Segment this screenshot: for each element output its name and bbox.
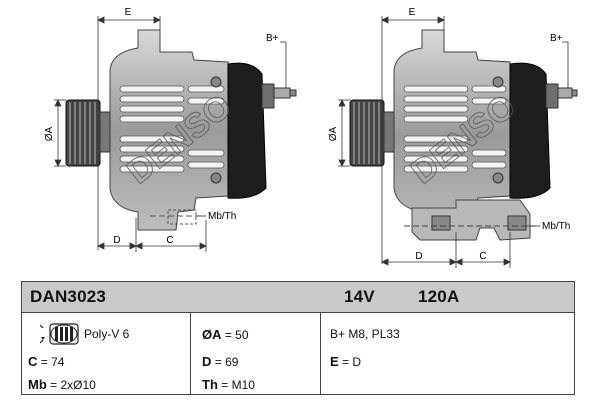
right-dim-a-label: ØA (328, 126, 339, 141)
pulley-icon (40, 323, 79, 345)
right-dim-d-label: D (415, 251, 422, 262)
right-dim-e-label: E (409, 7, 416, 18)
dim-d-row: D = 69 (202, 354, 238, 369)
left-pulley (65, 99, 111, 167)
column-divider (190, 313, 191, 395)
spec-header: DAN3023 14V 120A (22, 282, 574, 313)
th-value: = M10 (221, 378, 255, 392)
dim-e-row: E = D (330, 354, 361, 369)
dim-e-label: E (330, 354, 339, 369)
right-alternator-view: DENSO E ØA D C B+ (328, 7, 578, 268)
left-dim-c-label: C (166, 235, 173, 246)
right-b-plus-label: B+ (550, 33, 563, 44)
th-row: Th = M10 (202, 377, 255, 392)
mb-value: = 2xØ10 (50, 378, 96, 392)
left-b-plus-label: B+ (266, 33, 279, 44)
dim-c-value: = 74 (40, 355, 65, 369)
th-label: Th (202, 377, 218, 392)
right-pulley (349, 99, 395, 167)
voltage: 14V (344, 287, 375, 306)
left-dimension-e (97, 16, 161, 250)
mb-row: Mb = 2xØ10 (28, 377, 96, 392)
mb-label: Mb (28, 377, 47, 392)
dim-a-value: = 50 (224, 328, 249, 342)
dim-e-value: = D (342, 355, 362, 369)
left-b-plus-terminal (273, 87, 291, 99)
dim-a-label: ØA (202, 327, 222, 342)
left-cooling-fins (119, 85, 225, 173)
dim-d-label: D (202, 354, 212, 369)
left-rear-cover (227, 62, 267, 199)
left-mb-th-label: Mb/Th (208, 211, 236, 222)
left-dim-e-label: E (125, 7, 132, 18)
right-b-plus-terminal (557, 87, 573, 99)
b-plus-spec: B+ M8, PL33 (330, 327, 400, 341)
left-dim-d-label: D (113, 235, 120, 246)
right-rear-cover (509, 62, 551, 199)
dim-a-row: ØA = 50 (202, 327, 249, 342)
column-divider (320, 313, 321, 395)
right-dim-c-label: C (479, 251, 486, 262)
spec-table: DAN3023 14V 120A Poly-V 6 C = 74 Mb = 2x… (21, 281, 575, 395)
right-mb-th-label: Mb/Th (542, 221, 570, 232)
right-cooling-fins (403, 85, 507, 173)
alternator-technical-drawing: DENSO E ØA D C B+ (44, 7, 578, 268)
pulley-type: Poly-V 6 (84, 327, 130, 341)
model-number: DAN3023 (30, 287, 107, 306)
dim-c-row: C = 74 (28, 354, 64, 369)
dim-c-label: C (28, 354, 38, 369)
current-rating: 120A (418, 287, 460, 306)
dim-d-value: = 69 (214, 355, 239, 369)
left-dim-a-label: ØA (44, 126, 55, 141)
left-alternator-view: DENSO E ØA D C B+ (44, 7, 297, 252)
